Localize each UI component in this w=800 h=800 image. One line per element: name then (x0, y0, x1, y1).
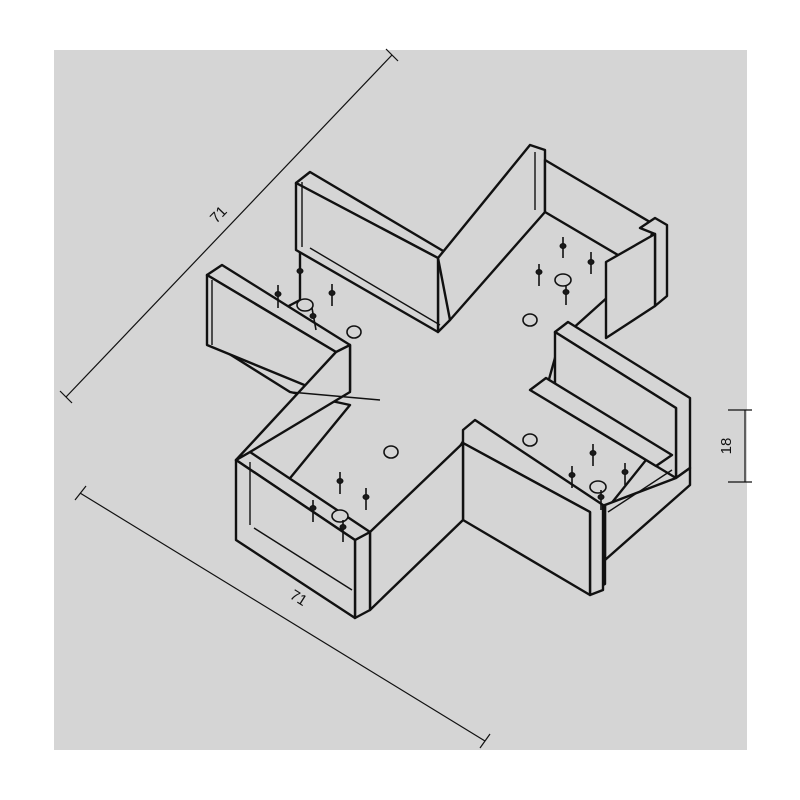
dimension-label-top: 71 (207, 203, 231, 227)
contact-pins-top-right (535, 237, 595, 305)
dimension-bottom (74, 485, 491, 749)
wall-top-right-arm (436, 143, 669, 340)
dimension-top-left (59, 48, 399, 404)
dimension-label-bottom: 71 (287, 587, 310, 610)
mount-hole-bottom-left (383, 445, 399, 459)
contact-pins-top-left (274, 262, 336, 331)
dimension-height (728, 409, 752, 483)
dimension-label-height: 18 (718, 438, 735, 455)
wall-left-arm (205, 263, 381, 540)
contact-pins-bottom-right (568, 444, 629, 510)
contact-pins-bottom-left (309, 472, 370, 542)
mount-hole-bottom-right (522, 433, 538, 447)
mount-hole-top-right (522, 313, 538, 327)
mount-hole-top-left (346, 325, 362, 339)
